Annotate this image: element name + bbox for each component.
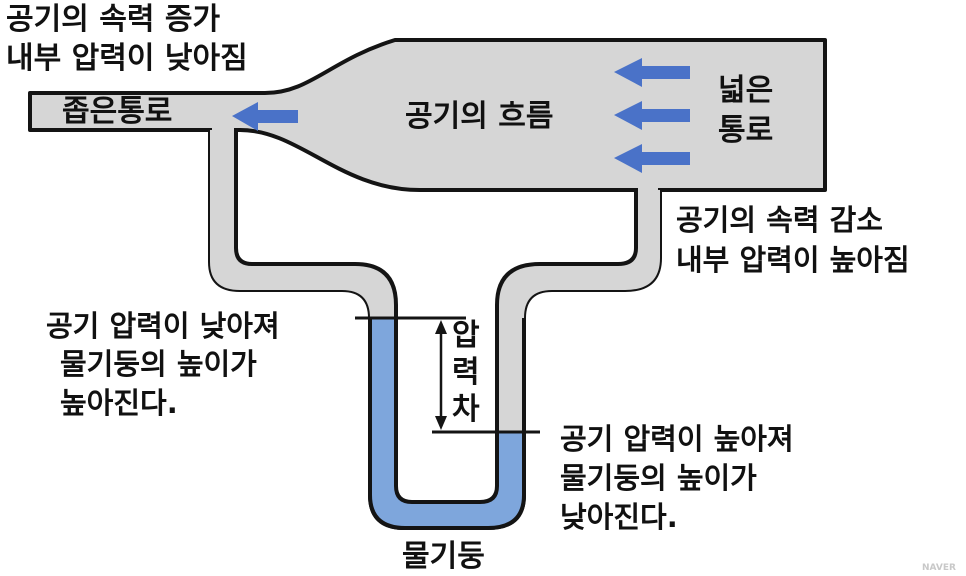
left-note-line1: 공기 압력이 낮아져 <box>46 309 280 343</box>
wide-effect-line2: 내부 압력이 높아짐 <box>676 243 910 277</box>
air-flow-label: 공기의 흐름 <box>405 99 553 134</box>
narrow-effect-line1: 공기의 속력 증가 <box>6 2 220 37</box>
pressure-diff-char1: 압 <box>452 318 480 353</box>
left-note-line2: 물기둥의 높이가 <box>60 347 257 381</box>
right-note-line2: 물기둥의 높이가 <box>560 461 757 495</box>
wide-passage-line1: 넓은 <box>718 73 773 108</box>
narrow-effect-line2: 내부 압력이 낮아짐 <box>6 41 248 76</box>
wide-passage-line2: 통로 <box>718 113 773 148</box>
pressure-diff-char3: 차 <box>452 392 480 427</box>
left-note-line3: 높아진다. <box>60 386 178 420</box>
wide-effect-line1: 공기의 속력 감소 <box>676 203 883 237</box>
right-note-line1: 공기 압력이 높아져 <box>560 422 794 456</box>
u-tube-inner <box>234 130 638 504</box>
pressure-diff-char2: 력 <box>452 355 480 390</box>
arrow-icon <box>232 58 690 173</box>
u-tube-outer-top <box>368 318 526 530</box>
pressure-diff-arrow <box>435 320 447 430</box>
water-column-label: 물기둥 <box>402 539 485 574</box>
right-note-line3: 낮아진다. <box>560 500 678 534</box>
watermark: NAVER <box>922 563 956 573</box>
narrow-passage-label: 좁은통로 <box>62 94 172 129</box>
